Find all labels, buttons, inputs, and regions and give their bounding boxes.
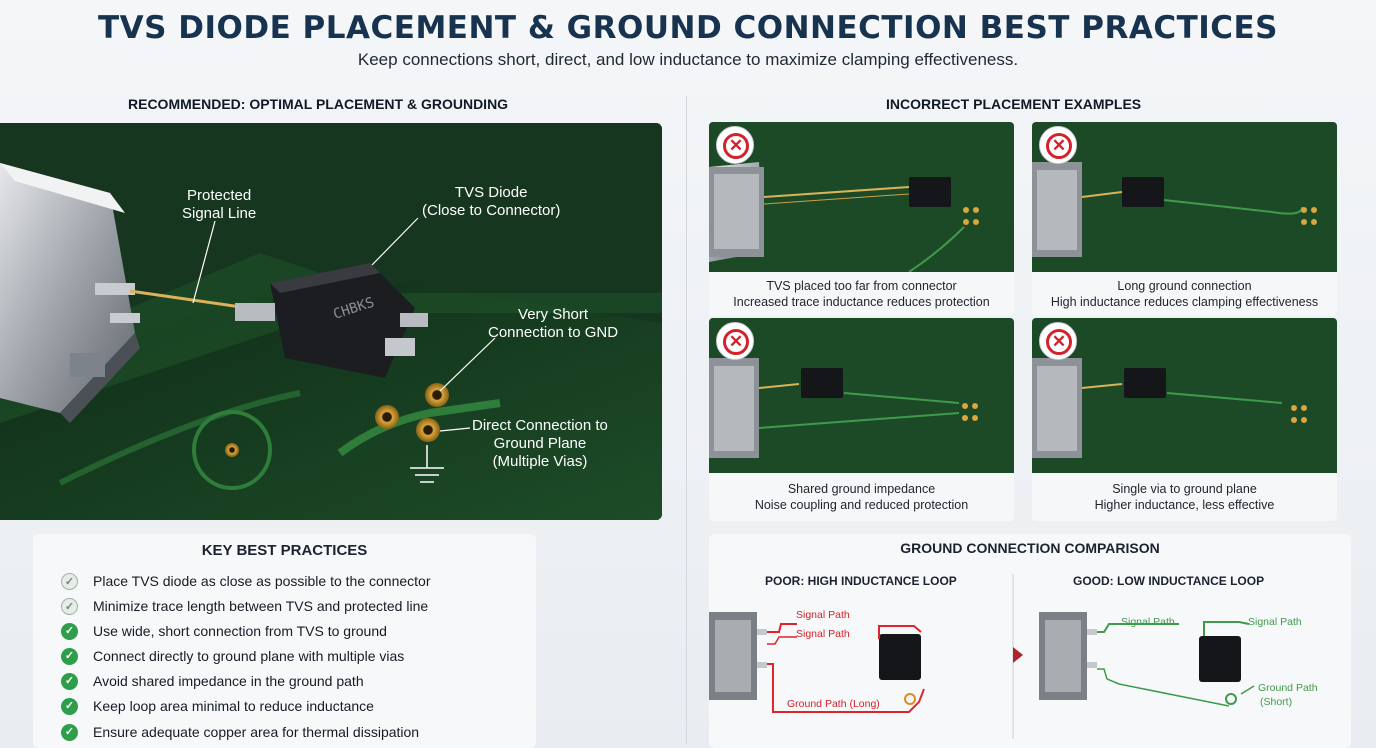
- callout-signal-line: Protected Signal Line: [182, 187, 257, 222]
- section-divider: [686, 96, 687, 744]
- check-icon: ✓: [61, 672, 78, 690]
- example-pcb-graphic: [1032, 122, 1337, 272]
- red-x-icon: ✕: [1039, 126, 1077, 164]
- poor-ground-label: Ground Path (Long): [787, 698, 880, 710]
- red-x-icon: ✕: [1039, 322, 1077, 360]
- incorrect-example-1: ✕ TVS placed too far from connector Incr…: [709, 122, 1014, 316]
- comparison-graphic: [709, 574, 1255, 739]
- best-practice-item: ✓ Place TVS diode as close as possible t…: [61, 570, 431, 592]
- best-practice-item: ✓ Avoid shared impedance in the ground p…: [61, 670, 364, 692]
- good-label: GOOD: LOW INDUCTANCE LOOP: [1073, 574, 1265, 588]
- example-caption: Single via to ground plane Higher induct…: [1094, 482, 1275, 512]
- best-practices-title: KEY BEST PRACTICES: [201, 542, 368, 559]
- pcb-board-graphic: CHBKS: [0, 123, 662, 520]
- incorrect-example-4: ✕ Single via to ground plane Higher indu…: [1032, 318, 1337, 521]
- arrow-icon: [1013, 647, 1023, 663]
- best-practice-item: ✓ Ensure adequate copper area for therma…: [61, 721, 419, 743]
- page-title: TVS DIODE PLACEMENT & GROUND CONNECTION …: [97, 10, 1279, 46]
- callout-short-gnd: Very Short Connection to GND: [488, 306, 619, 341]
- example-caption: Shared ground impedance Noise coupling a…: [754, 482, 969, 512]
- good-signal-label: Signal Path: [1248, 616, 1302, 628]
- check-icon: ✓: [61, 697, 78, 715]
- check-icon: ✓: [61, 647, 78, 665]
- best-practice-item: ✓ Use wide, short connection from TVS to…: [61, 620, 387, 642]
- callout-tvs-diode: TVS Diode (Close to Connector): [422, 184, 561, 219]
- red-x-icon: ✕: [716, 322, 754, 360]
- good-signal-label: Signal Path: [1121, 616, 1175, 628]
- good-ground-label: (Short): [1260, 696, 1293, 708]
- check-icon: ✓: [61, 622, 78, 640]
- check-icon: ✓: [61, 572, 78, 590]
- recommended-heading: RECOMMENDED: OPTIMAL PLACEMENT & GROUNDI…: [128, 96, 509, 112]
- example-caption: Long ground connection High inductance r…: [1050, 279, 1319, 309]
- page-subtitle: Keep connections short, direct, and low …: [357, 50, 1019, 69]
- best-practice-item: ✓ Keep loop area minimal to reduce induc…: [61, 695, 374, 717]
- callout-ground-plane: Direct Connection to Ground Plane (Multi…: [472, 417, 608, 470]
- best-practice-item: ✓ Connect directly to ground plane with …: [61, 645, 404, 667]
- example-pcb-graphic: [709, 122, 1014, 272]
- poor-label: POOR: HIGH INDUCTANCE LOOP: [765, 574, 957, 588]
- incorrect-heading: INCORRECT PLACEMENT EXAMPLES: [886, 96, 1142, 112]
- poor-signal-label: Signal Path: [796, 609, 850, 621]
- incorrect-example-3: ✕ Shared ground impedance Noise coupling…: [709, 318, 1014, 521]
- best-practice-item: ✓ Minimize trace length between TVS and …: [61, 595, 428, 617]
- check-icon: ✓: [61, 723, 78, 741]
- good-ground-label: Ground Path: [1258, 682, 1318, 694]
- check-icon: ✓: [61, 597, 78, 615]
- comparison-title: GROUND CONNECTION COMPARISON: [900, 540, 1160, 556]
- recommended-pcb-illustration: CHBKS Protected Signal Line TVS Diode (C…: [0, 123, 662, 520]
- incorrect-example-2: ✕ Long ground connection High inductance…: [1032, 122, 1337, 316]
- red-x-icon: ✕: [716, 126, 754, 164]
- poor-signal-label: Signal Path: [796, 628, 850, 640]
- example-caption: TVS placed too far from connector Increa…: [733, 279, 990, 309]
- best-practices-card: KEY BEST PRACTICES ✓ Place TVS diode as …: [33, 534, 536, 748]
- example-pcb-graphic: [709, 318, 1014, 473]
- example-pcb-graphic: [1032, 318, 1337, 473]
- ground-comparison-card: GROUND CONNECTION COMPARISON POOR: HIGH …: [709, 534, 1351, 748]
